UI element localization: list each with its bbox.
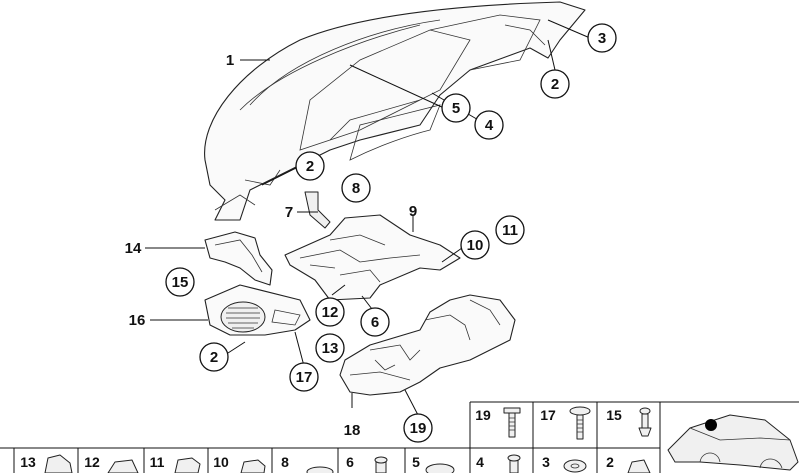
screw-icon xyxy=(374,456,388,473)
callout-circle xyxy=(315,333,345,363)
grid-cell-number: 13 xyxy=(20,454,36,470)
callout-number: 15 xyxy=(172,274,189,291)
callout-circle xyxy=(460,230,490,260)
callout-12: 12 xyxy=(315,297,345,327)
dashboard-carrier xyxy=(204,1,586,221)
washer-icon xyxy=(425,463,455,473)
callout-9: 9 xyxy=(409,203,417,220)
callout-circle xyxy=(165,267,195,297)
callout-circle xyxy=(341,173,371,203)
callout-number: 2 xyxy=(551,76,559,93)
callout-4: 4 xyxy=(474,110,504,140)
callout-circle xyxy=(441,93,471,123)
grid-cell-number: 15 xyxy=(606,407,622,423)
callout-number: 12 xyxy=(322,304,339,321)
callout-number: 5 xyxy=(452,100,460,117)
callout-circle xyxy=(295,151,325,181)
fastener-grid: 19 17 15 13 12 11 10 8 6 5 4 3 2 xyxy=(0,401,799,473)
car-location-icon xyxy=(667,414,799,471)
screw-icon xyxy=(507,454,521,473)
washer-icon xyxy=(306,466,334,473)
callout-11: 11 xyxy=(495,215,525,245)
callout-number: 3 xyxy=(598,30,606,47)
nut-icon xyxy=(240,459,266,473)
callout-number: 2 xyxy=(210,349,218,366)
grid-cell-number: 2 xyxy=(606,454,614,470)
callout-circle xyxy=(403,413,433,443)
screw-icon xyxy=(569,406,591,440)
knee-bolster-part-18 xyxy=(339,294,516,396)
callout-circle xyxy=(315,297,345,327)
grid-cell-number: 10 xyxy=(213,454,229,470)
pin-icon xyxy=(638,407,652,437)
callout-7: 7 xyxy=(285,204,293,221)
grid-cell-number: 19 xyxy=(475,407,491,423)
callout-19: 19 xyxy=(403,413,433,443)
callout-6: 6 xyxy=(360,307,390,337)
callout-number: 8 xyxy=(352,180,360,197)
callout-8: 8 xyxy=(341,173,371,203)
callout-number: 14 xyxy=(125,240,142,257)
callout-number: 1 xyxy=(226,52,234,69)
callout-circle xyxy=(360,307,390,337)
grid-cell-number: 12 xyxy=(84,454,100,470)
grid-cell-number: 5 xyxy=(412,454,420,470)
callout-circle xyxy=(199,342,229,372)
callout-3: 3 xyxy=(587,23,617,53)
nut-icon xyxy=(174,457,201,473)
grid-cell-number: 4 xyxy=(476,454,484,470)
callout-number: 2 xyxy=(306,158,314,175)
grid-cell-number: 11 xyxy=(150,454,165,470)
callout-number: 9 xyxy=(409,203,417,220)
nut-icon xyxy=(563,459,587,473)
grid-cell-number: 8 xyxy=(281,454,289,470)
callout-number: 19 xyxy=(410,420,427,437)
grid-cell-number: 3 xyxy=(542,454,550,470)
callout-2: 2 xyxy=(295,151,325,181)
callout-15: 15 xyxy=(165,267,195,297)
callout-number: 11 xyxy=(502,222,518,239)
callout-13: 13 xyxy=(315,333,345,363)
callout-10: 10 xyxy=(460,230,490,260)
callout-number: 6 xyxy=(371,314,379,331)
callout-number: 4 xyxy=(485,117,494,134)
callout-number: 16 xyxy=(129,312,146,329)
callout-circle xyxy=(474,110,504,140)
callout-number: 17 xyxy=(296,369,313,386)
callout-18: 18 xyxy=(344,422,361,439)
clip-icon xyxy=(627,459,651,473)
side-cover-part-14 xyxy=(204,231,273,286)
callout-number: 13 xyxy=(322,340,339,357)
callout-1: 1 xyxy=(226,52,234,69)
callout-number: 10 xyxy=(467,237,484,254)
grid-cell-number: 6 xyxy=(346,454,354,470)
callout-number: 18 xyxy=(344,422,361,439)
callout-16: 16 xyxy=(129,312,146,329)
callout-circle xyxy=(495,215,525,245)
callout-circle xyxy=(587,23,617,53)
callout-number: 7 xyxy=(285,204,293,221)
grid-cell-number: 17 xyxy=(540,407,556,423)
callout-2: 2 xyxy=(540,69,570,99)
callout-2: 2 xyxy=(199,342,229,372)
bracket-part-7 xyxy=(304,191,331,229)
lower-trim-panel-part-9 xyxy=(284,214,461,301)
callout-17: 17 xyxy=(289,362,319,392)
screw-icon xyxy=(503,407,521,438)
speaker-grille-part-16 xyxy=(204,284,311,336)
callout-14: 14 xyxy=(125,240,142,257)
callout-circle xyxy=(540,69,570,99)
callout-circle xyxy=(289,362,319,392)
clip-icon xyxy=(107,459,139,473)
callout-5: 5 xyxy=(441,93,471,123)
clip-icon xyxy=(44,454,73,473)
